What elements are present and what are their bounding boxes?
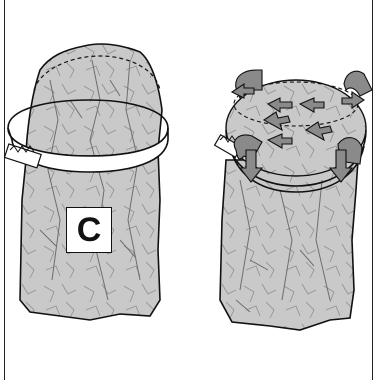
figure-label-c: C — [66, 207, 112, 253]
filter-bag-left — [20, 44, 162, 320]
